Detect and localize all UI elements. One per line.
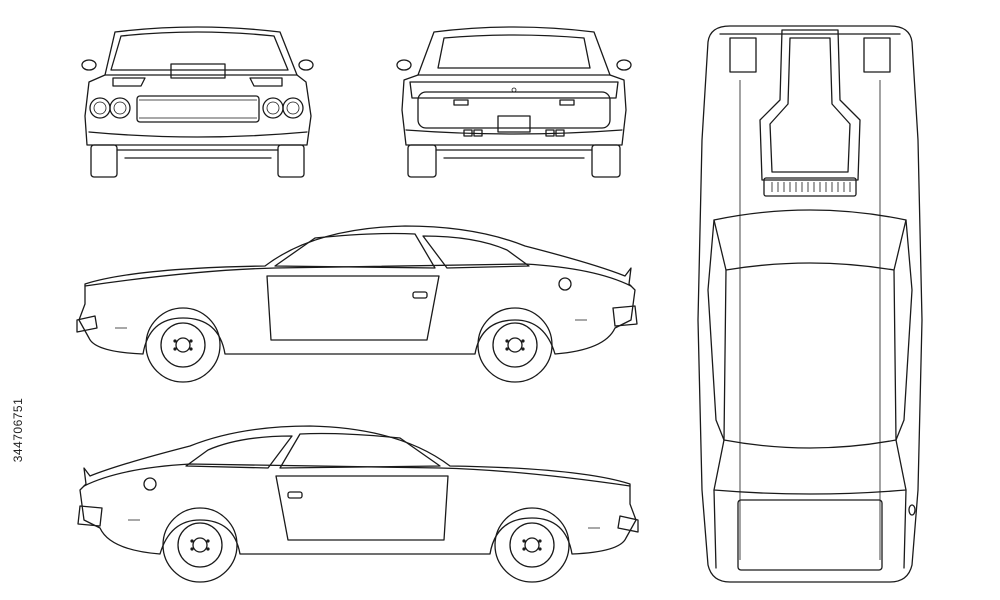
stock-id-label: 344706751: [6, 365, 30, 495]
stock-id-text: 344706751: [11, 397, 25, 463]
front-view-drawing: [81, 26, 314, 178]
rear-view-drawing: [396, 26, 632, 178]
side-view-right-drawing: [77, 425, 639, 583]
car-top-view: [690, 20, 930, 590]
car-side-view-left: [75, 220, 640, 390]
car-side-view-right: [75, 420, 640, 590]
top-view-drawing: [697, 25, 923, 583]
car-front-view: [75, 20, 320, 182]
side-view-left-drawing: [76, 225, 638, 383]
car-rear-view: [394, 20, 634, 182]
